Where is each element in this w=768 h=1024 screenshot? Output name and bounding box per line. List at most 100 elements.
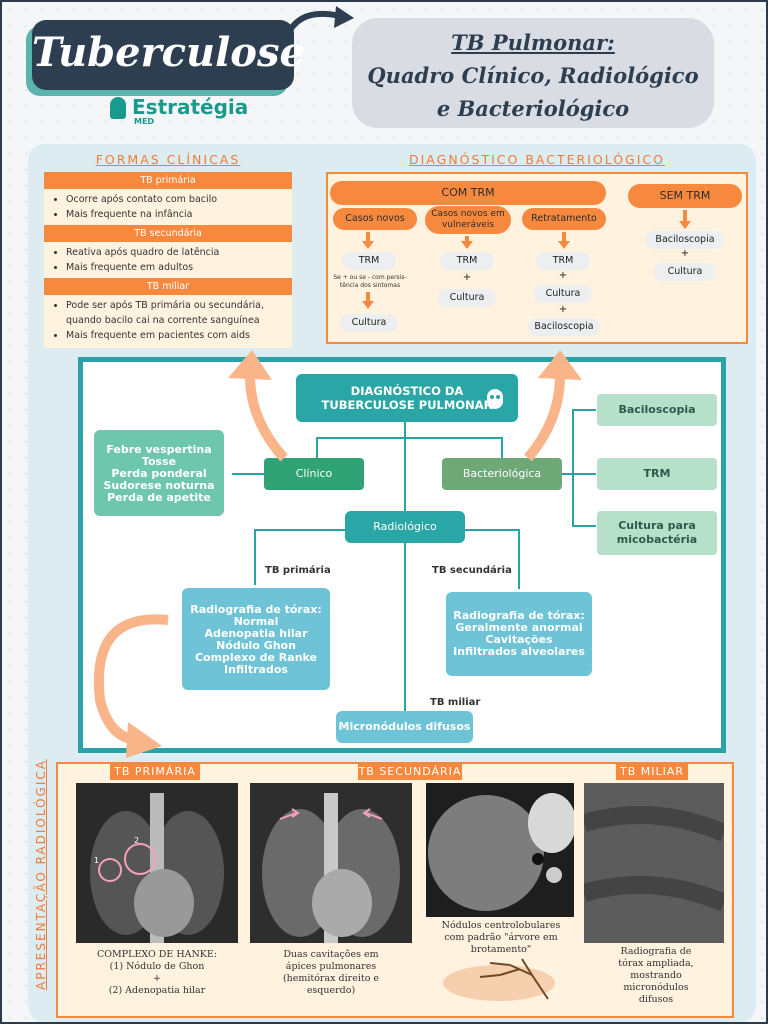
cultura-pill: Cultura: [654, 263, 716, 281]
baciloscopia-pill: Baciloscopia: [646, 231, 724, 249]
plus-sign: +: [462, 272, 472, 283]
xray-secundaria-image: [250, 783, 412, 943]
cap-line: Nódulos centrolobulares: [441, 920, 561, 931]
down-arrow-icon: [362, 301, 374, 309]
connector-line: [232, 473, 264, 475]
tb-secundaria-tag: TB SECUNDÁRIA: [358, 764, 462, 780]
xray-miliar-zoom-image: [584, 783, 724, 943]
cultura-pill: Cultura: [340, 314, 398, 332]
cap-line: (hemitórax direito e: [282, 973, 380, 984]
fc-item: Mais frequente em pacientes com aids: [66, 328, 292, 343]
cap-line: tórax ampliada,: [618, 958, 694, 969]
cap-line: Radiografia de: [620, 946, 692, 957]
brand-sub: MED: [134, 117, 155, 126]
fc-header: TB primária: [44, 172, 292, 189]
sec-line: Cavitações: [485, 633, 553, 646]
trm-pill: TRM: [440, 252, 494, 270]
sintoma: Perda de apetite: [107, 491, 211, 504]
casos-novos-vulneraveis-pill: Casos novos em vulneráveis: [425, 206, 511, 234]
tb-secundaria-box: Radiografia de tórax: Geralmente anormal…: [446, 592, 592, 676]
plus-sign: +: [558, 270, 568, 281]
cultura-pill: Cultura: [534, 285, 592, 303]
prim-line: Radiografia de tórax:: [190, 603, 322, 616]
sec-line: Geralmente anormal: [455, 621, 583, 634]
cap-line: esquerdo): [306, 985, 356, 996]
tb-primaria-box: Radiografia de tórax: Normal Adenopatia …: [182, 588, 330, 690]
radiologico-node: Radiológico: [345, 511, 465, 543]
page-title: Tuberculose: [32, 20, 305, 90]
down-arrow-icon: [558, 241, 570, 249]
brand-name: Estratégia: [132, 95, 249, 119]
subtitle-line1: TB Pulmonar:: [451, 30, 615, 55]
fc-header: TB secundária: [44, 225, 292, 242]
prim-line: Complexo de Ranke: [194, 651, 318, 664]
sintoma: Febre vespertina: [106, 443, 212, 456]
prim-line: Infiltrados: [224, 663, 288, 676]
fc-item: Ocorre após contato com bacilo: [66, 192, 292, 207]
cultura-pill: Cultura: [438, 289, 496, 307]
fc-header: TB miliar: [44, 278, 292, 295]
sintomas-box: Febre vespertina Tosse Perda ponderal Su…: [94, 430, 224, 516]
tb-secundaria-label: TB secundária: [432, 565, 512, 576]
connector-line: [404, 421, 406, 711]
owl-logo-icon: [110, 97, 126, 119]
caption-ct: Nódulos centrolobulares com padrão "árvo…: [428, 920, 574, 956]
xray-primaria-image: 1 2: [76, 783, 238, 943]
cap-line: mostrando: [630, 970, 682, 981]
curved-arrow-icon: [287, 6, 354, 32]
fc-item: Mais frequente em adultos: [66, 260, 292, 275]
connector-line: [316, 437, 502, 439]
connector-line: [572, 409, 596, 411]
casos-novos-pill: Casos novos: [333, 208, 417, 230]
fc-item: Pode ser após TB primária ou secundária,…: [66, 298, 292, 328]
cap-line: ápices pulmonares: [285, 961, 377, 972]
cap-line: +: [153, 973, 161, 984]
prim-line: Normal: [233, 615, 279, 628]
connector-line: [254, 529, 256, 585]
down-arrow-icon: [362, 241, 374, 249]
radiologica-side-title: APRESENTAÇÃO RADIOLÓGICA: [34, 759, 48, 990]
caption-miliar: Radiografia de tórax ampliada, mostrando…: [586, 946, 726, 1006]
ct-miliar-image: [426, 783, 574, 917]
sem-trm-pill: SEM TRM: [628, 184, 742, 208]
fc-item: Mais frequente na infância: [66, 207, 292, 222]
connector-line: [560, 473, 596, 475]
trm-pill: TRM: [342, 252, 396, 270]
down-arrow-icon: [461, 241, 473, 249]
clinico-node: Clínico: [264, 458, 364, 490]
down-arrow-icon: [679, 221, 691, 229]
marker-2: 2: [134, 836, 139, 845]
plus-sign: +: [558, 304, 568, 315]
cap-line: Duas cavitações em: [283, 949, 379, 960]
sintoma: Sudorese noturna: [103, 479, 215, 492]
cap-line: (1) Nódulo de Ghon: [109, 961, 205, 972]
caption-primaria: COMPLEXO DE HANKE: (1) Nódulo de Ghon + …: [76, 949, 238, 997]
retratamento-pill: Retratamento: [522, 208, 606, 230]
arrow-stem: [465, 236, 469, 242]
sintoma: Perda ponderal: [111, 467, 207, 480]
prim-line: Nódulo Ghon: [216, 639, 296, 652]
cap-line: com padrão "árvore em: [444, 932, 558, 943]
diag-bact-title: DIAGNÓSTICO BACTERIOLÓGICO: [409, 152, 665, 167]
diagram-title-line1: DIAGNÓSTICO DA: [350, 384, 464, 398]
micronodulos-box: Micronódulos difusos: [336, 711, 473, 743]
trm-pill: TRM: [536, 252, 590, 270]
arrow-stem: [366, 232, 370, 242]
tree-in-bud-illustration: [443, 958, 555, 1001]
subtitle-line2: Quadro Clínico, Radiológico: [367, 63, 699, 88]
connector-line: [316, 437, 318, 459]
connector-line: [572, 409, 574, 527]
arrow-stem: [562, 232, 566, 242]
formas-clinicas-title: FORMAS CLÍNICAS: [95, 152, 241, 167]
cap-line: micronódulos: [623, 982, 689, 993]
fc-item: Reativa após quadro de latência: [66, 245, 292, 260]
connector-line: [518, 529, 520, 589]
trm-node: TRM: [597, 458, 717, 490]
plus-sign: +: [680, 248, 690, 259]
sec-line: Infiltrados alveolares: [453, 645, 585, 658]
caption-secundaria: Duas cavitações em ápices pulmonares (he…: [256, 949, 406, 997]
cap-line: brotamento": [470, 944, 532, 955]
tb-primaria-tag: TB PRIMÁRIA: [110, 764, 200, 780]
subtitle-box: TB Pulmonar: Quadro Clínico, Radiológico…: [352, 18, 714, 128]
diagram-title-box: DIAGNÓSTICO DA TUBERCULOSE PULMONAR: [296, 374, 518, 422]
